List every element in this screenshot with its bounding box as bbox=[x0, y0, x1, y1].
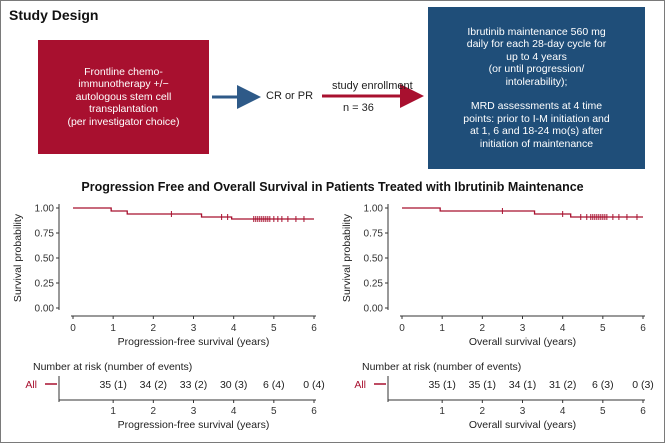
risk-x-tick-label: 4 bbox=[231, 406, 237, 417]
risk-x-axis-label: Overall survival (years) bbox=[469, 419, 576, 431]
mrd-line: points: prior to I-M initiation and bbox=[463, 112, 610, 125]
risk-x-axis-label: Progression-free survival (years) bbox=[118, 419, 270, 431]
n-label: n = 36 bbox=[343, 102, 374, 114]
risk-group-label: All bbox=[354, 379, 366, 391]
y-tick-label: 1.00 bbox=[364, 204, 384, 215]
y-axis-label: Survival probability bbox=[341, 213, 353, 302]
risk-count: 33 (2) bbox=[180, 379, 207, 391]
y-tick-label: 0.75 bbox=[35, 229, 55, 240]
frontline-line: immunotherapy +/− bbox=[78, 78, 169, 91]
risk-x-tick-label: 6 bbox=[311, 406, 317, 417]
risk-table-title: Number at risk (number of events) bbox=[362, 361, 521, 373]
risk-group-label: All bbox=[25, 379, 37, 391]
y-tick-label: 1.00 bbox=[35, 204, 55, 215]
risk-count: 0 (4) bbox=[303, 379, 325, 391]
y-tick-label: 0.25 bbox=[35, 279, 55, 290]
maintenance-line: Ibrutinib maintenance 560 mg bbox=[467, 25, 606, 38]
x-tick-label: 0 bbox=[399, 323, 405, 334]
risk-table-title: Number at risk (number of events) bbox=[33, 361, 192, 373]
x-tick-label: 5 bbox=[600, 323, 606, 334]
x-tick-label: 6 bbox=[640, 323, 646, 334]
y-tick-label: 0.50 bbox=[35, 254, 55, 265]
risk-x-tick-label: 2 bbox=[480, 406, 486, 417]
study-design-heading: Study Design bbox=[9, 7, 99, 23]
x-tick-label: 4 bbox=[231, 323, 237, 334]
mrd-line: initiation of maintenance bbox=[479, 137, 594, 150]
risk-x-tick-label: 4 bbox=[560, 406, 566, 417]
maintenance-line: (or until progression/ bbox=[488, 63, 585, 76]
x-tick-label: 2 bbox=[151, 323, 157, 334]
maintenance-line: daily for each 28-day cycle for bbox=[466, 38, 607, 51]
x-tick-label: 1 bbox=[110, 323, 116, 334]
survival-section-title: Progression Free and Overall Survival in… bbox=[81, 180, 584, 194]
mrd-line: at 1, 6 and 18-24 mo(s) after bbox=[469, 125, 604, 138]
response-label: CR or PR bbox=[266, 90, 314, 102]
maintenance-box: Ibrutinib maintenance 560 mg daily for e… bbox=[428, 7, 645, 169]
y-tick-label: 0.50 bbox=[364, 254, 384, 265]
risk-x-tick-label: 5 bbox=[600, 406, 606, 417]
risk-x-tick-label: 3 bbox=[520, 406, 526, 417]
y-axis-label: Survival probability bbox=[12, 213, 24, 302]
x-tick-label: 1 bbox=[439, 323, 445, 334]
risk-x-tick-label: 5 bbox=[271, 406, 277, 417]
risk-count: 35 (1) bbox=[428, 379, 455, 391]
mrd-line: MRD assessments at 4 time bbox=[470, 100, 603, 113]
y-tick-label: 0.00 bbox=[35, 304, 55, 315]
risk-x-tick-label: 3 bbox=[191, 406, 197, 417]
x-tick-label: 3 bbox=[191, 323, 197, 334]
survival-curve bbox=[73, 207, 314, 220]
frontline-therapy-box: Frontline chemo- immunotherapy +/− autol… bbox=[38, 40, 209, 154]
frontline-line: transplantation bbox=[89, 103, 158, 116]
risk-count: 34 (2) bbox=[140, 379, 167, 391]
frontline-line: autologous stem cell bbox=[75, 90, 172, 103]
x-axis-label: Progression-free survival (years) bbox=[118, 336, 270, 348]
risk-count: 6 (3) bbox=[592, 379, 614, 391]
y-tick-label: 0.25 bbox=[364, 279, 384, 290]
risk-count: 35 (1) bbox=[469, 379, 496, 391]
x-tick-label: 5 bbox=[271, 323, 277, 334]
risk-x-tick-label: 2 bbox=[151, 406, 157, 417]
risk-count: 35 (1) bbox=[99, 379, 126, 391]
risk-count: 34 (1) bbox=[509, 379, 536, 391]
x-axis-label: Overall survival (years) bbox=[469, 336, 576, 348]
x-tick-label: 2 bbox=[480, 323, 486, 334]
risk-x-tick-label: 1 bbox=[439, 406, 445, 417]
y-tick-label: 0.75 bbox=[364, 229, 384, 240]
survival-curve bbox=[402, 207, 643, 218]
maintenance-line: intolerability); bbox=[505, 75, 568, 88]
frontline-line: (per investigator choice) bbox=[67, 115, 180, 128]
risk-count: 6 (4) bbox=[263, 379, 285, 391]
risk-x-tick-label: 1 bbox=[110, 406, 116, 417]
risk-count: 31 (2) bbox=[549, 379, 576, 391]
risk-x-tick-label: 6 bbox=[640, 406, 646, 417]
frontline-line: Frontline chemo- bbox=[84, 65, 163, 78]
enrollment-label: study enrollment bbox=[332, 80, 413, 92]
risk-count: 0 (3) bbox=[632, 379, 654, 391]
risk-count: 30 (3) bbox=[220, 379, 247, 391]
x-tick-label: 0 bbox=[70, 323, 76, 334]
x-tick-label: 6 bbox=[311, 323, 317, 334]
x-tick-label: 3 bbox=[520, 323, 526, 334]
maintenance-line: up to 4 years bbox=[506, 50, 567, 63]
y-tick-label: 0.00 bbox=[364, 304, 384, 315]
x-tick-label: 4 bbox=[560, 323, 566, 334]
